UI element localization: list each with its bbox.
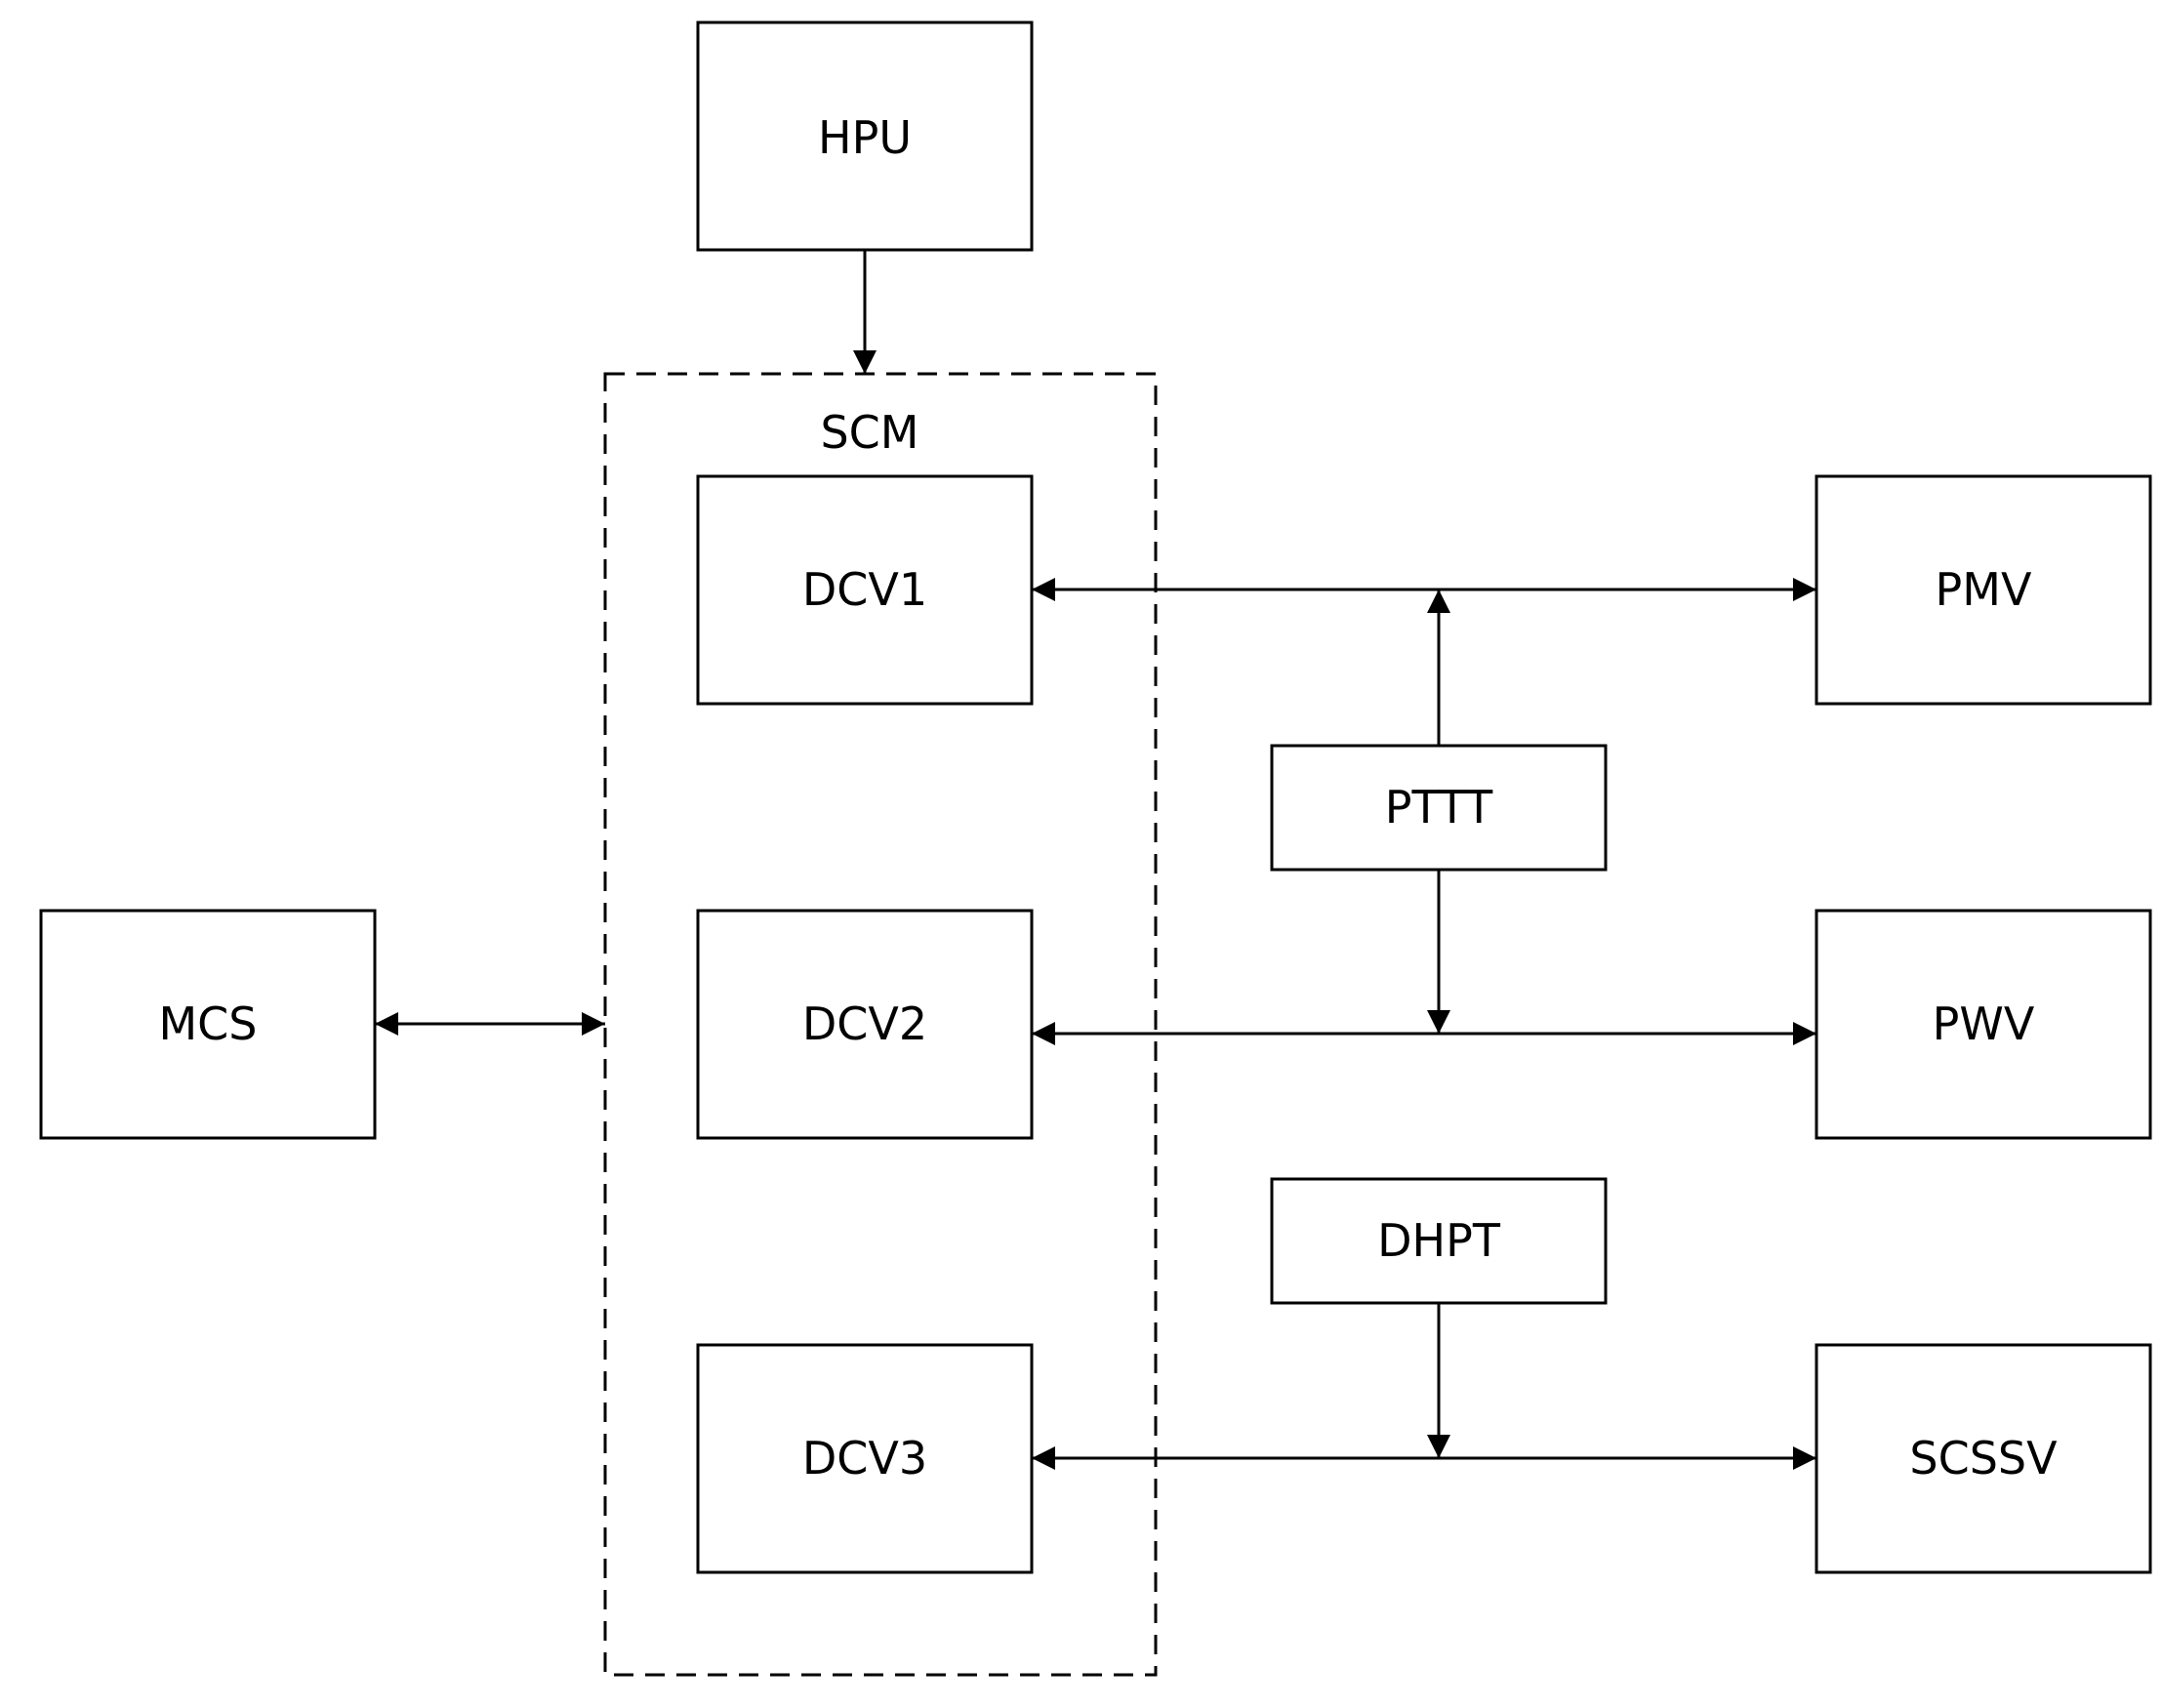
dcv2-block: DCV2 xyxy=(696,909,1034,1140)
dcv3-block: DCV3 xyxy=(696,1343,1034,1574)
pttt-label: PTTT xyxy=(1385,781,1493,834)
pwv-block: PWV xyxy=(1815,909,2152,1140)
scm-label: SCM xyxy=(820,406,918,459)
scssv-block: SCSSV xyxy=(1815,1343,2152,1574)
dcv3-label: DCV3 xyxy=(802,1432,927,1484)
mcs-block: MCS xyxy=(39,909,377,1140)
dhpt-block: DHPT xyxy=(1270,1177,1608,1305)
hpu-label: HPU xyxy=(818,111,912,164)
dcv1-block: DCV1 xyxy=(696,474,1034,706)
pmv-label: PMV xyxy=(1936,563,2032,616)
pttt-block: PTTT xyxy=(1270,744,1608,872)
dcv1-label: DCV1 xyxy=(802,563,927,616)
dcv2-label: DCV2 xyxy=(802,997,927,1050)
mcs-label: MCS xyxy=(158,997,257,1050)
scssv-label: SCSSV xyxy=(1909,1432,2058,1484)
pwv-label: PWV xyxy=(1933,997,2035,1050)
pmv-block: PMV xyxy=(1815,474,2152,706)
hpu-block: HPU xyxy=(696,20,1034,252)
dhpt-label: DHPT xyxy=(1377,1214,1501,1267)
